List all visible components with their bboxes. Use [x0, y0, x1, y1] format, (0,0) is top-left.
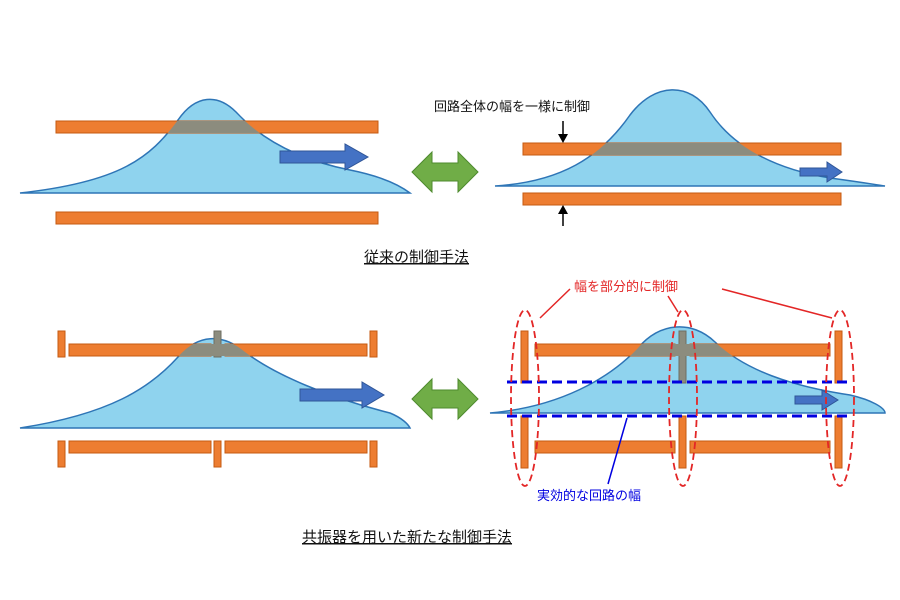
lower-resonator-row — [57, 440, 378, 468]
mode-profile-wave — [19, 98, 413, 194]
lower-waveguide-plate — [522, 192, 842, 206]
resonator-after-panel: 幅を部分的に制御 実効的な回路の幅 — [489, 279, 886, 504]
end-post — [57, 440, 66, 468]
upper-resonator-row — [520, 330, 843, 384]
new-method-title: 共振器を用いた新たな制御手法 — [302, 528, 512, 546]
end-post — [834, 330, 843, 384]
partial-control-leader — [721, 288, 833, 319]
center-post — [213, 440, 222, 468]
comparison-double-arrow — [411, 150, 479, 194]
mode-profile-wave — [494, 89, 886, 187]
resonator-segment — [689, 440, 831, 454]
narrowing-arrow-up — [558, 205, 568, 226]
propagation-arrow — [799, 161, 843, 183]
mode-profile-wave — [489, 326, 886, 414]
resonator-segment — [224, 440, 368, 454]
partial-control-ellipse-right — [825, 309, 855, 487]
resonator-before-panel — [19, 330, 412, 468]
lower-resonator-row — [520, 415, 843, 469]
end-post — [369, 440, 378, 468]
partial-control-ellipse-left — [510, 309, 540, 487]
conventional-after-panel: 回路全体の幅を一様に制御 — [434, 89, 886, 226]
upper-resonator-row — [57, 330, 378, 358]
conventional-method-title: 従来の制御手法 — [364, 248, 469, 266]
center-post — [678, 330, 687, 384]
end-post — [520, 415, 529, 469]
uniform-width-control-label: 回路全体の幅を一様に制御 — [434, 99, 590, 115]
end-post — [834, 415, 843, 469]
effective-width-label: 実効的な回路の幅 — [537, 488, 641, 504]
resonator-segment — [534, 440, 676, 454]
lower-waveguide-plate — [55, 211, 379, 225]
resonator-segment — [68, 440, 212, 454]
narrowing-arrow-down — [558, 121, 568, 143]
conventional-before-panel — [19, 98, 413, 225]
comparison-double-arrow — [411, 377, 479, 421]
end-post — [369, 330, 378, 358]
partial-width-control-label: 幅を部分的に制御 — [574, 279, 678, 295]
center-post — [678, 415, 687, 469]
propagation-arrow — [279, 143, 370, 171]
partial-control-leader — [539, 288, 571, 319]
effective-width-leader — [607, 417, 628, 485]
partial-control-leader — [667, 295, 679, 313]
end-post — [520, 330, 529, 384]
partial-control-ellipse-center — [668, 309, 698, 487]
end-post — [57, 330, 66, 358]
propagation-arrow — [299, 381, 385, 409]
propagation-arrow — [794, 389, 839, 411]
